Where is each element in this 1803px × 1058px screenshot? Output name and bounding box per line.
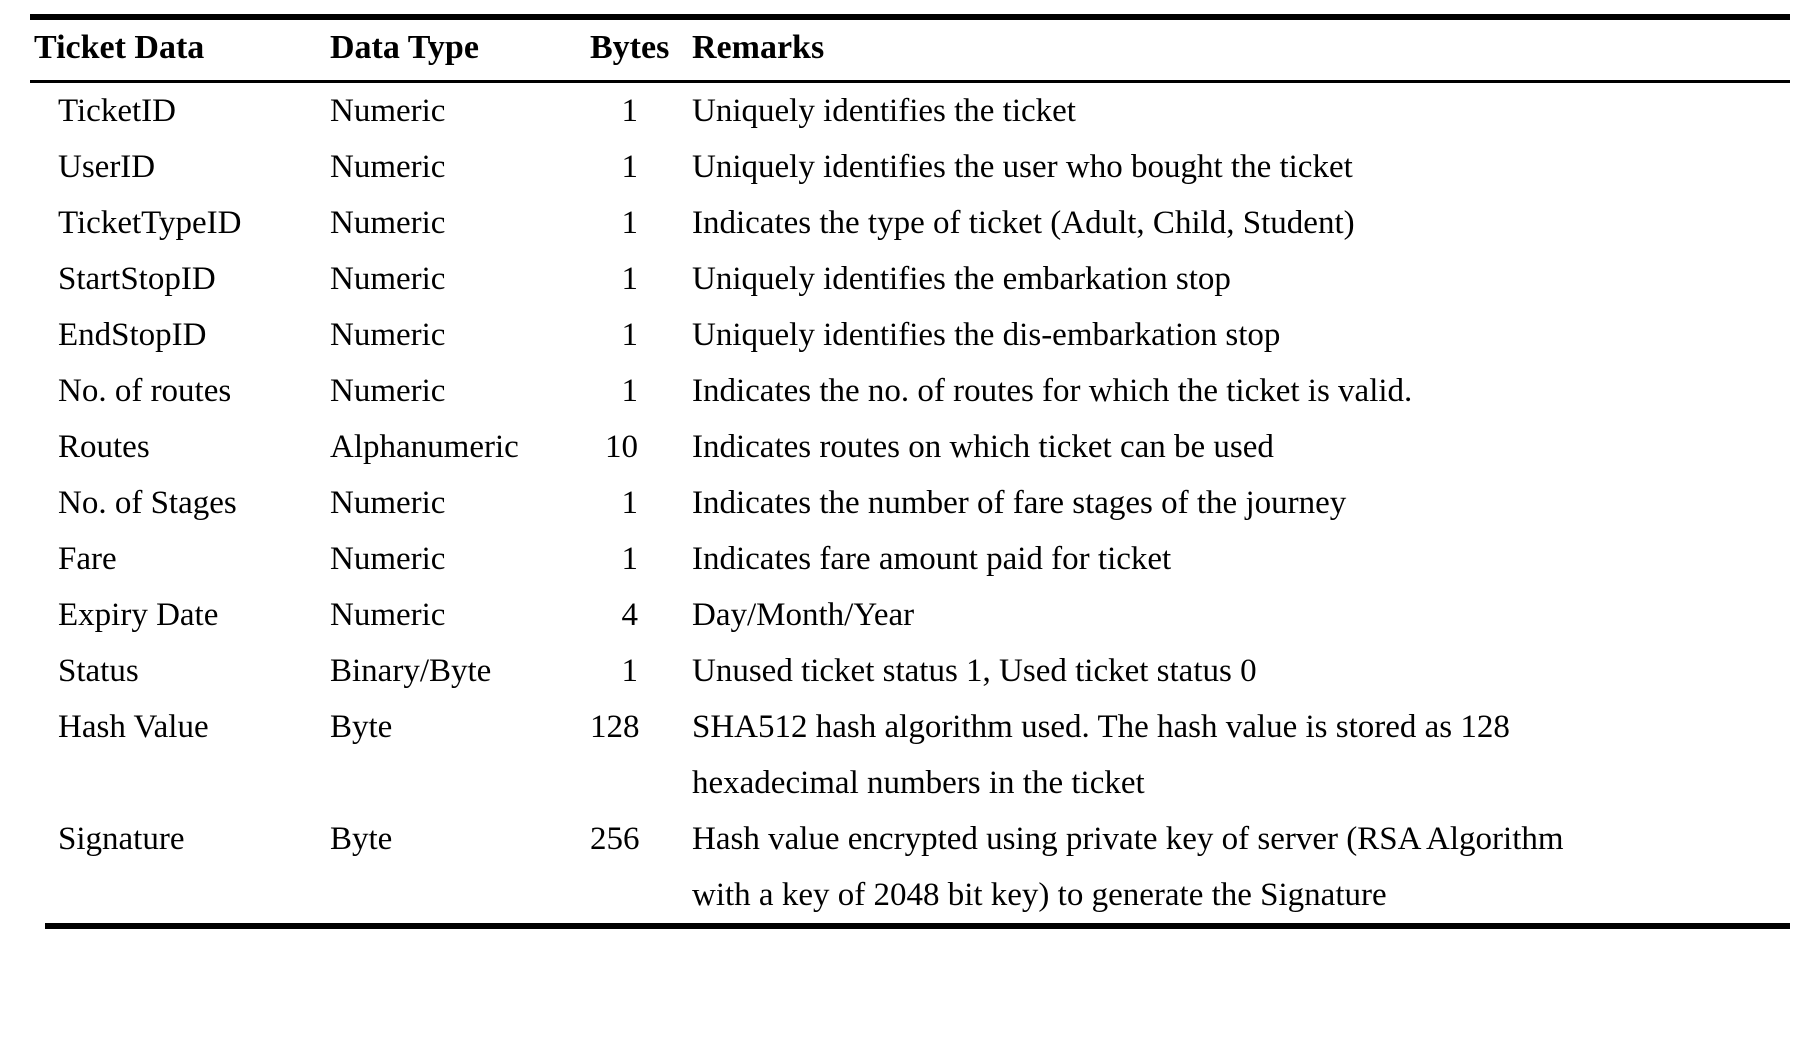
cell-ticket-data: StartStopID <box>58 261 216 297</box>
remark-line: hexadecimal numbers in the ticket <box>692 765 1145 801</box>
table-row: TicketTypeID Numeric 1 Indicates the typ… <box>30 195 1790 251</box>
cell-remarks: Indicates the no. of routes for which th… <box>660 363 1790 419</box>
cell-data-type: Byte <box>330 709 393 745</box>
cell-data-type: Alphanumeric <box>330 429 519 465</box>
table-row: TicketID Numeric 1 Uniquely identifies t… <box>30 83 1790 139</box>
table-row: Routes Alphanumeric 10 Indicates routes … <box>30 419 1790 475</box>
cell-data-type: Numeric <box>330 485 446 521</box>
cell-ticket-data: UserID <box>58 149 156 185</box>
remark-line: Unused ticket status 1, Used ticket stat… <box>692 653 1257 689</box>
table-bottom-rule <box>45 923 1790 929</box>
remark-line: Uniquely identifies the embarkation stop <box>692 261 1231 297</box>
cell-data-type: Byte <box>330 821 393 857</box>
cell-data-type: Numeric <box>330 93 446 129</box>
cell-data-type: Numeric <box>330 261 446 297</box>
cell-remarks: Hash value encrypted using private key o… <box>660 811 1790 923</box>
cell-bytes: 1 <box>621 149 639 185</box>
remark-line: Hash value encrypted using private key o… <box>692 821 1564 857</box>
table-row: Status Binary/Byte 1 Unused ticket statu… <box>30 643 1790 699</box>
cell-ticket-data: TicketID <box>58 93 176 129</box>
cell-data-type: Numeric <box>330 205 446 241</box>
remark-line: with a key of 2048 bit key) to generate … <box>692 877 1387 913</box>
cell-ticket-data: Signature <box>58 821 185 857</box>
cell-remarks: Unused ticket status 1, Used ticket stat… <box>660 643 1790 699</box>
cell-bytes: 1 <box>621 653 639 689</box>
table-row: StartStopID Numeric 1 Uniquely identifie… <box>30 251 1790 307</box>
cell-remarks: Indicates routes on which ticket can be … <box>660 419 1790 475</box>
cell-remarks: Uniquely identifies the embarkation stop <box>660 251 1790 307</box>
ticket-data-table-wrapper: Ticket Data Data Type Bytes Remarks Tick… <box>30 14 1790 929</box>
column-header-bytes: Bytes <box>590 29 670 66</box>
cell-data-type: Numeric <box>330 541 446 577</box>
cell-remarks: Indicates the type of ticket (Adult, Chi… <box>660 195 1790 251</box>
cell-bytes: 1 <box>621 205 639 241</box>
table-row: Hash Value Byte 128 SHA512 hash algorith… <box>30 699 1790 811</box>
table-row: No. of routes Numeric 1 Indicates the no… <box>30 363 1790 419</box>
cell-bytes: 10 <box>605 429 638 465</box>
remark-line: Uniquely identifies the dis-embarkation … <box>692 317 1281 353</box>
ticket-data-table: Ticket Data Data Type Bytes Remarks <box>30 20 1790 80</box>
cell-data-type: Numeric <box>330 317 446 353</box>
cell-bytes: 1 <box>621 373 639 409</box>
remark-line: Uniquely identifies the user who bought … <box>692 149 1353 185</box>
cell-ticket-data: Status <box>58 653 139 689</box>
column-header-ticket-data: Ticket Data <box>34 29 205 66</box>
cell-ticket-data: Routes <box>58 429 150 465</box>
remark-line: Indicates the type of ticket (Adult, Chi… <box>692 205 1355 241</box>
cell-ticket-data: No. of routes <box>58 373 232 409</box>
table-header-rule <box>30 80 1790 83</box>
table-body: TicketID Numeric 1 Uniquely identifies t… <box>30 83 1790 923</box>
cell-bytes: 1 <box>621 261 639 297</box>
remark-line: Indicates the no. of routes for which th… <box>692 373 1413 409</box>
cell-remarks: Uniquely identifies the user who bought … <box>660 139 1790 195</box>
cell-bytes: 1 <box>621 485 639 521</box>
cell-bytes: 4 <box>621 597 639 633</box>
column-header-data-type: Data Type <box>330 29 479 66</box>
column-header-remarks: Remarks <box>692 29 825 66</box>
remark-line: Day/Month/Year <box>692 597 915 633</box>
cell-ticket-data: EndStopID <box>58 317 207 353</box>
cell-data-type: Numeric <box>330 373 446 409</box>
table-row: Expiry Date Numeric 4 Day/Month/Year <box>30 587 1790 643</box>
cell-remarks: Day/Month/Year <box>660 587 1790 643</box>
cell-bytes: 1 <box>621 541 639 577</box>
cell-ticket-data: Expiry Date <box>58 597 219 633</box>
cell-data-type: Binary/Byte <box>330 653 492 689</box>
cell-ticket-data: Fare <box>58 541 117 577</box>
cell-bytes: 1 <box>621 317 639 353</box>
table-top-rule <box>30 14 1790 20</box>
cell-remarks: Indicates fare amount paid for ticket <box>660 531 1790 587</box>
cell-data-type: Numeric <box>330 149 446 185</box>
ticket-data-table-body: TicketID Numeric 1 Uniquely identifies t… <box>30 83 1790 923</box>
remark-line: Indicates routes on which ticket can be … <box>692 429 1274 465</box>
table-header: Ticket Data Data Type Bytes Remarks <box>30 20 1790 80</box>
table-row: UserID Numeric 1 Uniquely identifies the… <box>30 139 1790 195</box>
table-row: Fare Numeric 1 Indicates fare amount pai… <box>30 531 1790 587</box>
remark-line: Uniquely identifies the ticket <box>692 93 1076 129</box>
cell-remarks: Indicates the number of fare stages of t… <box>660 475 1790 531</box>
table-row: No. of Stages Numeric 1 Indicates the nu… <box>30 475 1790 531</box>
cell-remarks: SHA512 hash algorithm used. The hash val… <box>660 699 1790 811</box>
remark-line: Indicates the number of fare stages of t… <box>692 485 1347 521</box>
cell-ticket-data: TicketTypeID <box>58 205 242 241</box>
remark-line: Indicates fare amount paid for ticket <box>692 541 1172 577</box>
cell-remarks: Uniquely identifies the dis-embarkation … <box>660 307 1790 363</box>
cell-bytes: 256 <box>590 821 640 857</box>
remark-line: SHA512 hash algorithm used. The hash val… <box>692 709 1510 745</box>
header-row: Ticket Data Data Type Bytes Remarks <box>30 20 1790 80</box>
table-row: EndStopID Numeric 1 Uniquely identifies … <box>30 307 1790 363</box>
cell-ticket-data: No. of Stages <box>58 485 237 521</box>
cell-bytes: 128 <box>590 709 640 745</box>
cell-remarks: Uniquely identifies the ticket <box>660 83 1790 139</box>
cell-ticket-data: Hash Value <box>58 709 209 745</box>
cell-data-type: Numeric <box>330 597 446 633</box>
table-row: Signature Byte 256 Hash value encrypted … <box>30 811 1790 923</box>
cell-bytes: 1 <box>621 93 639 129</box>
